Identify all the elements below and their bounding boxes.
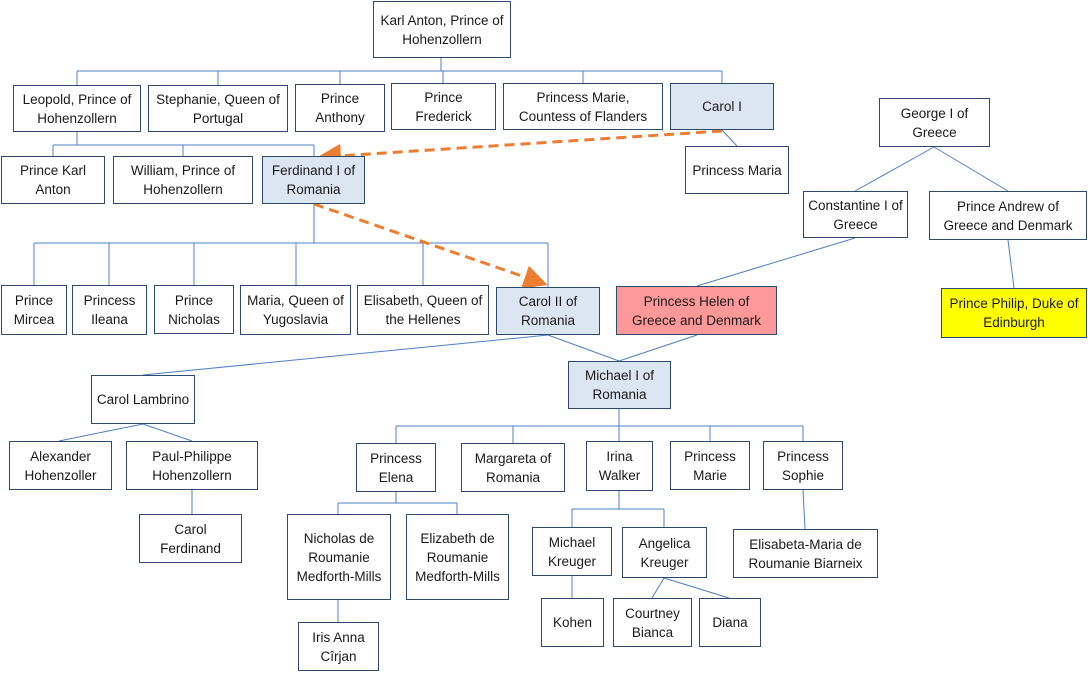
person-carol-i: Carol I [670, 83, 774, 130]
person-marie-flanders: Princess Marie, Countess of Flanders [503, 83, 663, 130]
person-ferdinand-i: Ferdinand I of Romania [262, 156, 365, 204]
person-elizabeth-mm: Elizabeth de Roumanie Medforth-Mills [406, 514, 509, 600]
person-alexander: Alexander Hohenzoller [9, 441, 112, 490]
person-helen: Princess Helen of Greece and Denmark [616, 286, 777, 335]
person-marie-michael: Princess Marie [670, 441, 750, 490]
person-ileana: Princess Ileana [72, 285, 147, 335]
person-michael-kreuger: Michael Kreuger [532, 527, 612, 576]
person-constantine-i: Constantine I of Greece [803, 191, 908, 238]
person-sophie: Princess Sophie [763, 441, 843, 490]
person-paul-philippe: Paul-Philippe Hohenzollern [126, 441, 258, 490]
person-george-i: George I of Greece [879, 98, 990, 147]
person-nicholas-mm: Nicholas de Roumanie Medforth-Mills [287, 514, 391, 600]
person-leopold: Leopold, Prince of Hohenzollern [13, 85, 141, 132]
person-maria-carol-i: Princess Maria [685, 146, 789, 194]
person-michael-i: Michael I of Romania [568, 361, 671, 409]
person-elisabeth: Elisabeth, Queen of the Hellenes [357, 285, 489, 335]
person-margareta: Margareta of Romania [461, 443, 565, 492]
person-frederick: Prince Frederick [391, 83, 496, 130]
person-carol-lambrino: Carol Lambrino [91, 375, 195, 424]
person-karl-anton-jr: Prince Karl Anton [1, 156, 105, 204]
person-carol-ferdinand: Carol Ferdinand [139, 514, 242, 563]
person-elena: Princess Elena [356, 443, 436, 492]
person-carol-ii: Carol II of Romania [496, 287, 600, 335]
person-angelica: Angelica Kreuger [622, 527, 707, 578]
person-karl-anton: Karl Anton, Prince of Hohenzollern [373, 1, 511, 58]
person-kohen: Kohen [541, 598, 604, 647]
person-william: William, Prince of Hohenzollern [113, 156, 253, 204]
person-courtney: Courtney Bianca [613, 598, 692, 647]
person-andrew: Prince Andrew of Greece and Denmark [929, 191, 1087, 240]
person-anthony: Prince Anthony [295, 84, 385, 132]
person-nicholas: Prince Nicholas [154, 285, 234, 334]
person-irina: Irina Walker [586, 441, 653, 491]
person-stephanie: Stephanie, Queen of Portugal [148, 85, 288, 132]
person-elisabeta-maria: Elisabeta-Maria de Roumanie Biarneix [733, 529, 878, 578]
person-maria-yugoslavia: Maria, Queen of Yugoslavia [240, 285, 351, 335]
person-diana: Diana [699, 598, 761, 647]
person-philip: Prince Philip, Duke of Edinburgh [941, 288, 1087, 338]
person-mircea: Prince Mircea [1, 285, 67, 335]
person-iris: Iris Anna Cîrjan [298, 622, 379, 671]
